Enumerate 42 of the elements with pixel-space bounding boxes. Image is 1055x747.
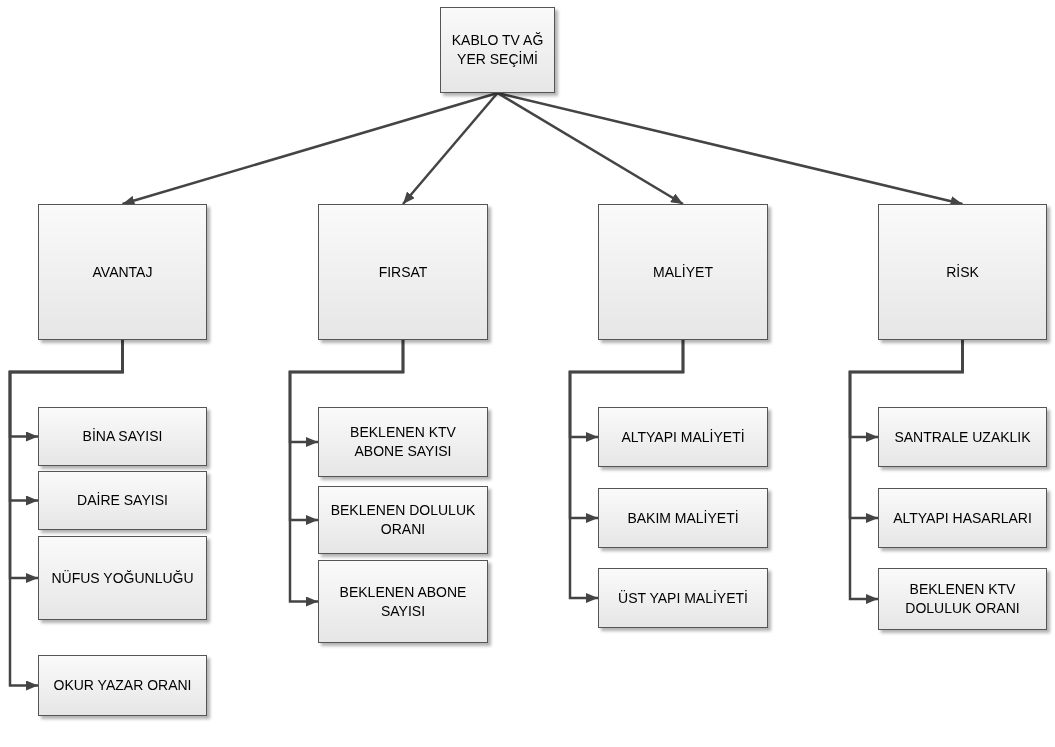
- box-label: AVANTAJ: [92, 262, 153, 282]
- process-box: [598, 407, 768, 467]
- arrow: [122, 91, 498, 206]
- box-label: MALİYET: [653, 262, 713, 282]
- process-box: [38, 471, 207, 530]
- box-label: BEKLENEN ABONE SAYISI: [338, 582, 468, 621]
- box-label: BAKIM MALİYETİ: [627, 508, 739, 528]
- arrow: [8, 340, 124, 691]
- process-box: [878, 488, 1047, 548]
- process-box: [598, 568, 768, 628]
- box-label: SANTRALE UZAKLIK: [894, 427, 1031, 447]
- arrow: [848, 340, 964, 604]
- process-box: [38, 655, 207, 716]
- box-label: DAİRE SAYISI: [77, 491, 168, 510]
- box-label: ALTYAPI MALİYETİ: [621, 427, 745, 447]
- arrow: [402, 92, 499, 205]
- process-box: [318, 486, 488, 554]
- box-label: KABLO TV AĞ YER SEÇİMİ: [450, 31, 545, 69]
- process-box: [878, 407, 1047, 467]
- process-box: [38, 204, 207, 340]
- box-label: BİNA SAYISI: [82, 427, 163, 446]
- process-box: [38, 407, 207, 466]
- arrow: [568, 340, 685, 603]
- box-label: RİSK: [946, 262, 979, 282]
- box-label: NÜFUS YOĞUNLUĞU: [51, 568, 194, 588]
- process-box: [318, 204, 488, 340]
- process-box: [318, 407, 488, 477]
- box-label: ALTYAPI HASARLARI: [893, 508, 1032, 528]
- box-label: BEKLENEN KTV ABONE SAYISI: [349, 423, 457, 461]
- box-label: OKUR YAZAR ORANI: [53, 676, 192, 695]
- box-label: ÜST YAPI MALİYETİ: [618, 588, 748, 608]
- process-box: [440, 7, 555, 93]
- box-label: FIRSAT: [378, 262, 428, 282]
- process-box: [598, 204, 768, 340]
- process-box: [38, 536, 207, 620]
- arrow: [288, 340, 405, 607]
- process-box: [318, 560, 488, 643]
- box-label: BEKLENEN DOLULUK ORANI: [329, 501, 477, 539]
- process-box: [878, 204, 1047, 340]
- process-box: [878, 568, 1047, 630]
- box-label: BEKLENEN KTV DOLULUK ORANI: [904, 580, 1021, 618]
- process-box: [598, 488, 768, 548]
